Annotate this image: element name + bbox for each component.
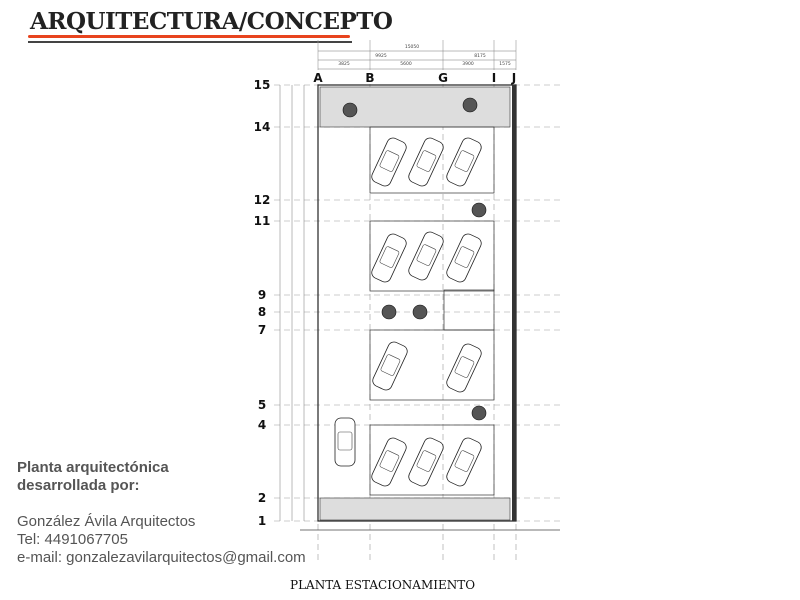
column-axis-label: J (511, 71, 516, 85)
credits-line1: Planta arquitectónica (17, 459, 169, 476)
row-axis-label: 1 (258, 514, 266, 528)
credits-line2: desarrollada por: (17, 477, 140, 494)
dim-seg-1: 3825 (338, 61, 350, 67)
planter-tree (342, 102, 358, 118)
dim-right: 8175 (474, 53, 486, 59)
parking-cars (334, 97, 487, 487)
phone: Tel: 4491067705 (17, 531, 128, 548)
row-axis-label: 15 (254, 78, 271, 92)
column-axis-label: B (365, 71, 374, 85)
row-axis-label: 12 (254, 193, 271, 207)
planter-tree (462, 97, 478, 113)
dim-seg-2: 5600 (400, 61, 412, 67)
parked-car (371, 437, 407, 487)
parked-car (334, 417, 356, 467)
parked-car (446, 343, 482, 393)
parked-car (371, 233, 407, 283)
row-axis-label: 5 (258, 398, 266, 412)
stairs (443, 289, 495, 331)
parked-car (446, 137, 482, 187)
company-name: González Ávila Arquitectos (17, 513, 196, 530)
row-axis-label: 11 (254, 214, 271, 228)
row-axis-label: 9 (258, 288, 266, 302)
column-axis-label: A (313, 71, 323, 85)
title-underline-red (28, 35, 350, 38)
row-axis-label: 7 (258, 323, 266, 337)
planter-tree (412, 304, 428, 320)
planter-tree (381, 304, 397, 320)
planter-tree (471, 202, 487, 218)
dim-seg-3: 3900 (462, 61, 474, 67)
title-underline-dark (28, 41, 352, 43)
brand-title: ARQUITECTURA/CONCEPTO (30, 8, 393, 35)
column-axis-label: I (492, 71, 496, 85)
row-axis-label: 4 (258, 418, 266, 432)
parked-car (408, 231, 444, 281)
parked-car (446, 233, 482, 283)
parked-car (408, 137, 444, 187)
row-axis-label: 2 (258, 491, 266, 505)
parked-car (371, 137, 407, 187)
drawing-caption: PLANTA ESTACIONAMIENTO (290, 578, 476, 592)
parked-car (446, 437, 482, 487)
row-axis-label: 8 (258, 305, 266, 319)
dim-left: 9925 (375, 53, 387, 59)
column-axis-label: G (438, 71, 448, 85)
top-dimensions: 15050 9925 8175 3825 5600 3900 1575 (338, 44, 511, 67)
dim-seg-4: 1575 (499, 61, 511, 67)
credits-block: Planta arquitectónica desarrollada por: … (17, 459, 306, 567)
row-axis-label: 14 (254, 120, 271, 134)
parked-car (408, 437, 444, 487)
parked-car (372, 341, 408, 391)
planter-tree (471, 405, 487, 421)
email: e-mail: gonzalezavilarquitectos@gmail.co… (17, 549, 306, 566)
dim-total: 15050 (405, 44, 419, 50)
garden-bottom (319, 497, 511, 521)
